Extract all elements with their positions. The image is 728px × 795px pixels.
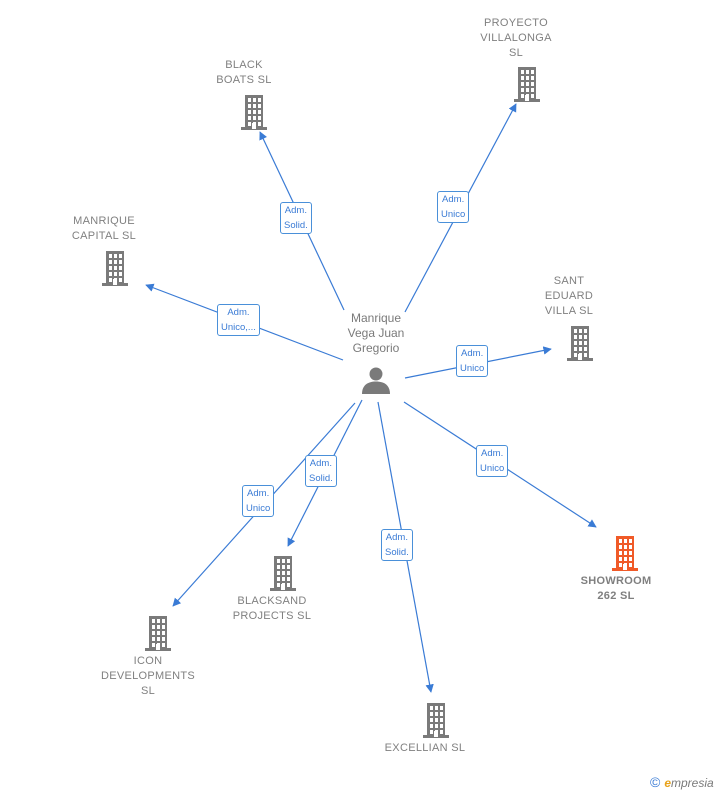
building-icon[interactable] — [610, 535, 640, 576]
company-label-line: VILLA SL — [544, 305, 594, 317]
company-label-line: DEVELOPMENTS — [100, 670, 196, 682]
brand-logo-text: mpresia — [671, 776, 714, 790]
company-label-manrique-capital[interactable]: MANRIQUE CAPITAL SL — [39, 214, 169, 244]
edge-label-manrique-capital[interactable]: Adm. Unico,... — [217, 304, 260, 336]
building-icon[interactable] — [512, 66, 542, 107]
person-icon[interactable] — [360, 365, 392, 395]
company-label-line: MANRIQUE — [73, 215, 135, 227]
edge-label-line: Adm. — [247, 488, 270, 499]
company-label-line: SANT — [553, 275, 585, 287]
center-name-line-2: Vega Juan — [347, 326, 405, 340]
edge-label-sant-eduard-villa[interactable]: Adm. Unico — [456, 345, 489, 377]
company-label-line: 262 SL — [597, 590, 635, 602]
center-person-name[interactable]: Manrique Vega Juan Gregorio — [316, 311, 436, 356]
center-name-line-3: Gregorio — [352, 341, 400, 355]
building-icon[interactable] — [100, 250, 130, 291]
company-label-line: ICON — [133, 655, 163, 667]
building-icon[interactable] — [421, 702, 451, 743]
edge-label-blacksand-projects[interactable]: Adm. Solid. — [305, 455, 337, 487]
edge-label-line: Solid. — [309, 473, 333, 484]
company-label-line: VILLALONGA — [480, 32, 552, 44]
edge-label-line: Unico,... — [221, 322, 256, 333]
company-label-black-boats[interactable]: BLACK BOATS SL — [179, 58, 309, 88]
company-label-line: SHOWROOM — [580, 575, 652, 587]
company-label-line: BLACK — [225, 59, 263, 71]
company-label-showroom-262[interactable]: SHOWROOM 262 SL — [551, 574, 681, 604]
edge-label-proyecto-villalonga[interactable]: Adm. Unico — [437, 191, 470, 223]
company-label-line: SL — [508, 47, 524, 59]
company-label-line: PROJECTS SL — [232, 610, 312, 622]
company-label-line: PROYECTO — [484, 17, 548, 29]
building-icon[interactable] — [143, 615, 173, 656]
edge-label-line: Adm. — [284, 205, 307, 216]
company-label-icon-developments[interactable]: ICON DEVELOPMENTS SL — [83, 654, 213, 699]
edge-label-line: Solid. — [284, 220, 308, 231]
edge-label-icon-developments[interactable]: Adm. Unico — [242, 485, 275, 517]
edge-label-line: Unico — [441, 209, 466, 220]
edge-label-black-boats[interactable]: Adm. Solid. — [280, 202, 312, 234]
building-icon[interactable] — [565, 325, 595, 366]
footer-brand: ©empresia — [650, 774, 728, 794]
edge-label-line: Adm. — [481, 448, 504, 459]
building-icon[interactable] — [239, 94, 269, 135]
company-label-line: EXCELLIAN SL — [384, 742, 466, 754]
edge-label-line: Unico — [246, 503, 271, 514]
edge-label-line: Adm. — [442, 194, 465, 205]
copyright-icon: © — [650, 774, 661, 790]
building-icon[interactable] — [268, 555, 298, 596]
company-label-line: BLACKSAND — [237, 595, 307, 607]
brand-logo-initial: e — [664, 776, 672, 790]
edge-label-line: Adm. — [309, 458, 332, 469]
center-name-line-1: Manrique — [350, 311, 402, 325]
company-label-blacksand-projects[interactable]: BLACKSAND PROJECTS SL — [207, 594, 337, 624]
company-label-sant-eduard-villa[interactable]: SANT EDUARD VILLA SL — [504, 274, 634, 319]
company-label-line: CAPITAL SL — [71, 230, 137, 242]
edge-label-line: Solid. — [385, 547, 409, 558]
edge-label-line: Adm. — [227, 307, 250, 318]
edge-label-showroom-262[interactable]: Adm. Unico — [476, 445, 509, 477]
edge-label-line: Unico — [460, 363, 485, 374]
edge-label-line: Adm. — [461, 348, 484, 359]
company-label-line: BOATS SL — [216, 74, 272, 86]
edge-label-line: Unico — [480, 463, 505, 474]
edge-label-excellian[interactable]: Adm. Solid. — [381, 529, 413, 561]
company-label-proyecto-villalonga[interactable]: PROYECTO VILLALONGA SL — [451, 16, 581, 61]
company-label-excellian[interactable]: EXCELLIAN SL — [360, 741, 490, 756]
edge-label-line: Adm. — [385, 532, 408, 543]
company-label-line: EDUARD — [544, 290, 594, 302]
company-label-line: SL — [140, 685, 156, 697]
